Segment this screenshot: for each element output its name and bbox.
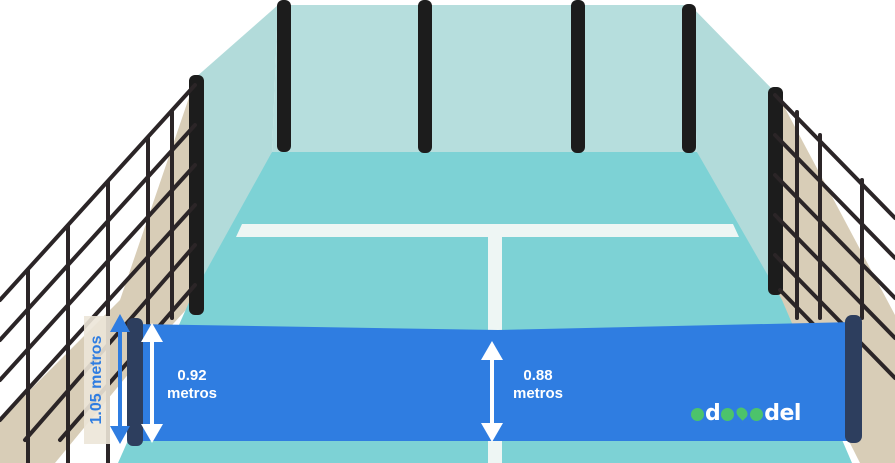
glass-wall-left	[195, 5, 278, 300]
brand-logo: d del	[690, 401, 801, 426]
total-height-arrow	[110, 314, 130, 444]
service-line	[236, 224, 739, 237]
back-post-1	[277, 0, 291, 152]
back-post-2	[418, 0, 432, 153]
back-post-4	[682, 4, 696, 153]
tennis-ball-icon	[691, 408, 704, 421]
logo-text-end: del	[764, 401, 801, 426]
center-height-unit: metros	[512, 385, 564, 402]
center-height-arrow	[481, 341, 503, 442]
side-height-label: 0.92 metros	[160, 367, 224, 403]
glass-wall-back	[272, 5, 697, 152]
center-height-value: 0.88	[523, 367, 553, 384]
net-post-left	[127, 318, 143, 446]
side-height-arrow	[141, 323, 163, 443]
center-height-label: 0.88 metros	[506, 367, 570, 403]
total-height-label: 1.05 metros	[88, 335, 105, 425]
location-pin-icon	[734, 405, 751, 421]
right-corner-post	[768, 87, 783, 295]
logo-text-start: d	[705, 401, 721, 426]
left-corner-post	[189, 75, 204, 315]
tennis-ball-icon	[750, 408, 764, 421]
height-label-bg	[84, 316, 110, 444]
net-post-right	[845, 315, 862, 443]
back-post-3	[571, 0, 585, 153]
glass-wall-right	[690, 5, 775, 290]
tennis-ball-icon	[721, 408, 735, 421]
side-height-value: 0.92	[177, 367, 207, 384]
side-height-unit: metros	[166, 385, 218, 402]
